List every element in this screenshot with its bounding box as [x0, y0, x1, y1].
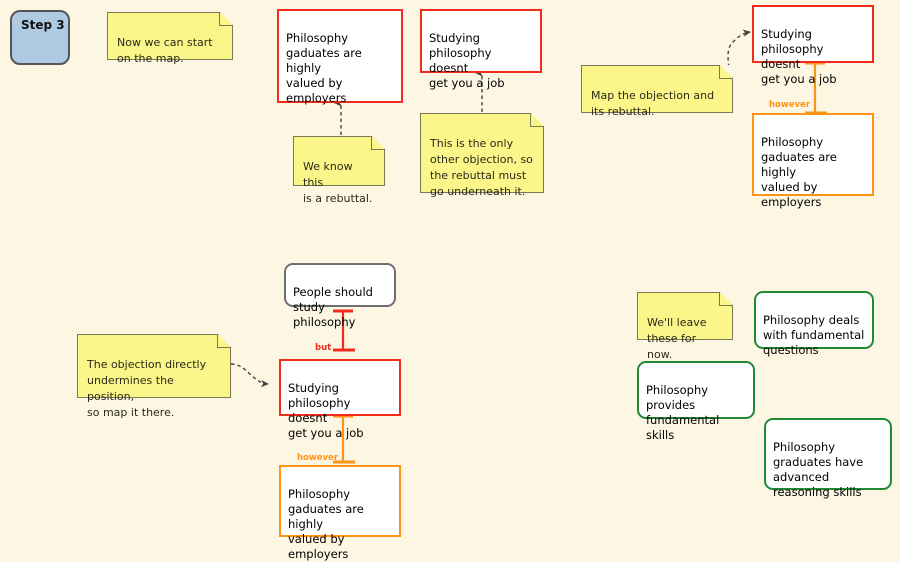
claim-text: Philosophy gaduates are highly valued by… — [288, 487, 364, 561]
note-text: This is the only other objection, so the… — [430, 137, 533, 198]
claim-text: Studying philosophy doesnt get you a job — [288, 381, 364, 440]
claim-text: Studying philosophy doesnt get you a job — [429, 31, 505, 90]
note-text: Now we can start on the map. — [117, 36, 213, 65]
claim-top-no-job[interactable]: Studying philosophy doesnt get you a job — [420, 9, 542, 90]
note-map-the-objection[interactable]: Map the objection and its rebuttal. — [581, 65, 733, 118]
note-objection-undermines[interactable]: The objection directly undermines the po… — [77, 334, 231, 419]
note-text: Map the objection and its rebuttal. — [591, 89, 715, 118]
connector-label-tr-however: however — [769, 100, 810, 110]
dashed-arrow-map-objection — [727, 29, 751, 94]
note-fold-corner — [217, 334, 231, 348]
note-fold-corner — [719, 292, 733, 306]
label-text: however — [297, 453, 339, 463]
note-text: We know this is a rebuttal. — [303, 160, 373, 205]
note-only-other-objection[interactable]: This is the only other objection, so the… — [420, 113, 544, 198]
claim-topright-no-job[interactable]: Studying philosophy doesnt get you a job — [752, 5, 874, 86]
claim-text: Studying philosophy doesnt get you a job — [761, 27, 837, 86]
note-fold-corner — [371, 136, 385, 150]
claim-mid-graduates[interactable]: Philosophy gaduates are highly valued by… — [279, 465, 401, 561]
claim-text: Philosophy deals with fundamental questi… — [763, 313, 865, 357]
note-well-leave-these[interactable]: We'll leave these for now. — [637, 292, 733, 361]
note-now-we-can-start[interactable]: Now we can start on the map. — [107, 12, 233, 65]
note-text: We'll leave these for now. — [647, 316, 707, 361]
label-text: however — [769, 100, 811, 110]
dashed-arrow-undermines — [230, 363, 269, 388]
claim-top-graduates[interactable]: Philosophy gaduates are highly valued by… — [277, 9, 403, 105]
connector-label-mid-however: however — [297, 453, 338, 463]
label-text: but — [315, 343, 332, 353]
note-fold-corner — [219, 12, 233, 26]
step-badge-label: Step 3 — [21, 18, 65, 32]
claim-position-people-should[interactable]: People should study philosophy — [284, 263, 396, 329]
claim-text: Philosophy provides fundamental skills — [646, 383, 720, 442]
claim-text: Philosophy graduates have advanced reaso… — [773, 440, 864, 499]
connector-label-mid-but: but — [315, 343, 331, 353]
claim-text: People should study philosophy — [293, 285, 373, 329]
claim-green-reasoning-skills[interactable]: Philosophy graduates have advanced reaso… — [764, 418, 892, 499]
map-canvas: Step 3 Now we can start on the map. We k… — [10, 5, 892, 561]
connector-mid-but — [333, 309, 355, 352]
claim-text: Philosophy gaduates are highly valued by… — [761, 135, 837, 209]
claim-green-deals-fundamental[interactable]: Philosophy deals with fundamental questi… — [754, 291, 874, 357]
note-we-know-rebuttal[interactable]: We know this is a rebuttal. — [293, 136, 385, 205]
claim-topright-graduates[interactable]: Philosophy gaduates are highly valued by… — [752, 113, 874, 209]
claim-text: Philosophy gaduates are highly valued by… — [286, 31, 362, 105]
claim-mid-no-job[interactable]: Studying philosophy doesnt get you a job — [279, 359, 401, 440]
connector-mid-however — [333, 414, 355, 464]
claim-green-provides-skills[interactable]: Philosophy provides fundamental skills — [637, 361, 755, 442]
step-badge: Step 3 — [10, 10, 70, 65]
note-text: The objection directly undermines the po… — [87, 358, 207, 419]
note-fold-corner — [719, 65, 733, 79]
note-fold-corner — [530, 113, 544, 127]
